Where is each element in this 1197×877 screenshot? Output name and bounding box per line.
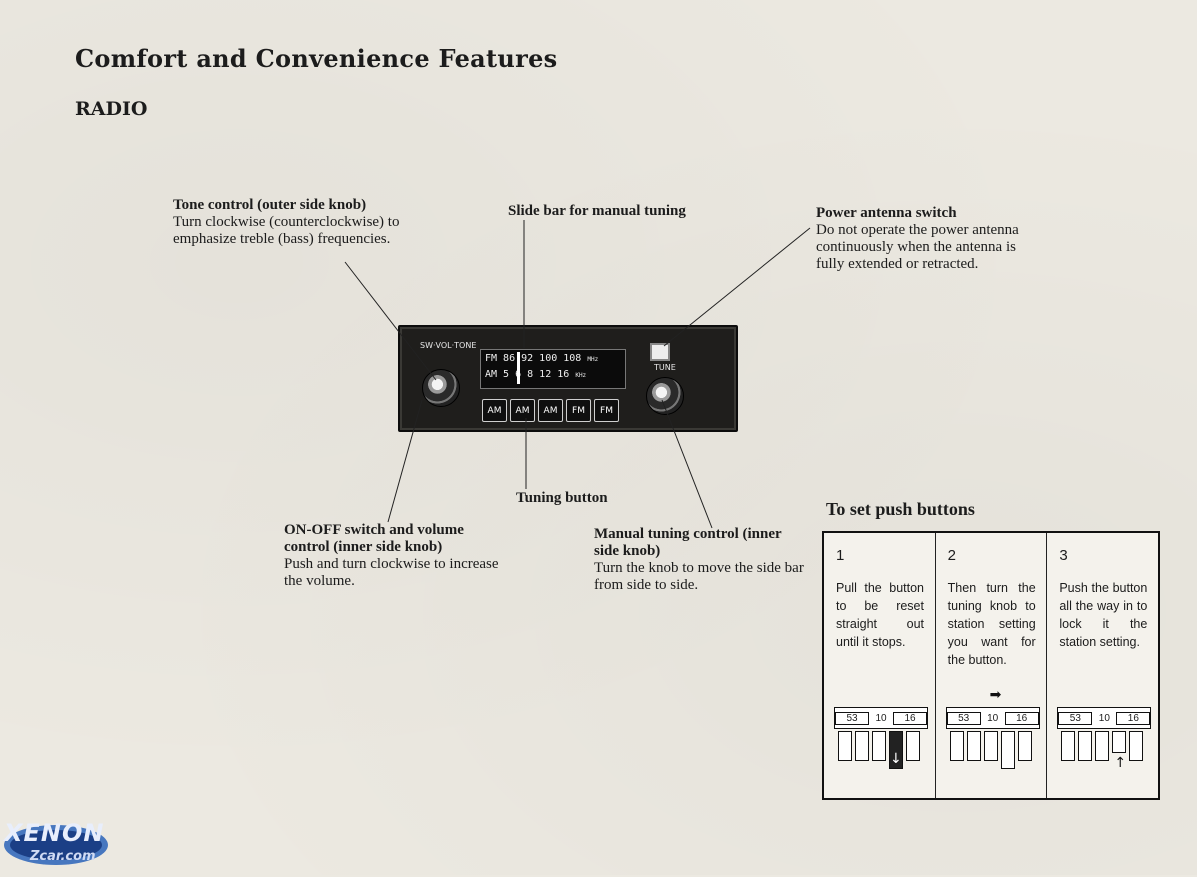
step-2-text: Then turn the tuning knob to station set… [947, 581, 1036, 667]
step-1: 1 Pull the button to be reset straight o… [824, 533, 935, 798]
tune-label: TUNE [654, 363, 676, 372]
arrow-up-icon: ↑ [1114, 755, 1127, 771]
xenon-logo-text: XENON [4, 819, 105, 847]
preset-button-5[interactable]: FM [594, 399, 619, 422]
manual-tuning-heading: Manual tuning control (inner side knob) [594, 526, 782, 559]
manual-tuning-callout: Manual tuning control (inner side knob) … [594, 526, 808, 594]
tone-control-text: Turn clockwise (counterclockwise) to emp… [173, 214, 400, 247]
key [1129, 731, 1144, 761]
station-strip: 53 10 16 [945, 707, 1040, 729]
strip-label: 10 [875, 712, 887, 724]
strip-label: 10 [987, 712, 999, 724]
radio-unit: SW·VOL·TONE FM 86 92 100 108 MHz AM 5 6 … [398, 325, 738, 432]
onoff-callout: ON-OFF switch and volume control (inner … [284, 522, 506, 590]
fm-scale: FM 86 92 100 108 [485, 353, 582, 364]
antenna-heading: Power antenna switch [816, 205, 957, 221]
step-3-number: 3 [1059, 547, 1068, 564]
strip-label: 53 [835, 711, 869, 725]
station-strip: 53 10 16 [834, 707, 928, 729]
strip-label: 53 [1058, 711, 1093, 725]
slide-bar-indicator [517, 352, 520, 384]
page-title: Comfort and Convenience Features [75, 44, 558, 73]
tone-control-heading: Tone control (outer side knob) [173, 197, 367, 213]
button-keys [949, 731, 1032, 769]
onoff-heading: ON-OFF switch and volume control (inner … [284, 522, 464, 555]
step-3-illustration: 53 10 16 ↑ [1057, 707, 1152, 775]
preset-button-1[interactable]: AM [482, 399, 507, 422]
step-2-illustration: ➡ 53 10 16 [945, 687, 1040, 775]
volume-tone-knob[interactable] [422, 369, 460, 407]
antenna-callout: Power antenna switch Do not operate the … [816, 205, 1038, 273]
tuning-knob[interactable] [646, 377, 684, 415]
sw-vol-tone-label: SW·VOL·TONE [420, 341, 477, 350]
step-1-number: 1 [836, 547, 845, 564]
slide-bar-heading: Slide bar for manual tuning [508, 203, 686, 219]
power-antenna-switch[interactable] [650, 343, 670, 361]
strip-label: 53 [946, 711, 981, 725]
preset-button-3[interactable]: AM [538, 399, 563, 422]
key [1095, 731, 1110, 761]
key [906, 731, 920, 761]
key [838, 731, 852, 761]
manual-tuning-text: Turn the knob to move the side bar from … [594, 560, 804, 593]
tuning-dial: FM 86 92 100 108 MHz AM 5 6 8 12 16 KHz [480, 349, 626, 389]
preset-button-2[interactable]: AM [510, 399, 535, 422]
step-1-text: Pull the button to be reset straight out… [836, 581, 924, 649]
key [1061, 731, 1076, 761]
button-keys [838, 731, 920, 769]
step-2-number: 2 [947, 547, 957, 564]
key [949, 731, 964, 761]
tone-control-callout: Tone control (outer side knob) Turn cloc… [173, 197, 435, 248]
tuning-button-heading: Tuning button [516, 490, 608, 506]
strip-label: 16 [1004, 711, 1039, 725]
am-scale: AM 5 6 8 12 16 [485, 369, 570, 380]
key [1017, 731, 1032, 761]
button-keys [1061, 731, 1144, 761]
slide-bar-callout: Slide bar for manual tuning [508, 203, 728, 220]
step-2: 2 Then turn the tuning knob to station s… [934, 533, 1047, 798]
tuning-button-callout: Tuning button [516, 490, 656, 507]
strip-label: 10 [1098, 712, 1110, 724]
pulled-key [889, 731, 903, 769]
pulled-key [1000, 731, 1015, 769]
strip-label: 16 [1116, 711, 1151, 725]
arrow-right-icon: ➡ [989, 687, 1002, 703]
xenon-logo-graphic [4, 825, 108, 865]
push-buttons-heading: To set push buttons [826, 499, 975, 519]
preset-button-4[interactable]: FM [566, 399, 591, 422]
zcar-domain-text: Zcar.com [30, 849, 96, 864]
onoff-text: Push and turn clockwise to increase the … [284, 556, 499, 589]
key [855, 731, 869, 761]
strip-label: 16 [893, 711, 927, 725]
xenon-watermark-logo: XENON Zcar.com [0, 805, 112, 873]
preset-buttons: AM AM AM FM FM [482, 399, 619, 422]
arrow-down-icon: ↓ [890, 751, 902, 767]
key [872, 731, 886, 761]
key [966, 731, 981, 761]
step-3: 3 Push the button all the way in to lock… [1046, 533, 1158, 798]
station-strip: 53 10 16 [1057, 707, 1152, 729]
antenna-text: Do not operate the power antenna continu… [816, 222, 1019, 272]
am-unit: KHz [575, 372, 587, 379]
push-buttons-steps: 1 Pull the button to be reset straight o… [822, 531, 1160, 800]
step-3-text: Push the button all the way in to lock i… [1059, 581, 1148, 649]
step-1-illustration: 53 10 16 ↓ [834, 707, 928, 775]
key [983, 731, 998, 761]
key [1078, 731, 1093, 761]
section-heading: RADIO [75, 98, 148, 120]
pushed-key [1112, 731, 1127, 753]
fm-unit: MHz [587, 356, 599, 363]
